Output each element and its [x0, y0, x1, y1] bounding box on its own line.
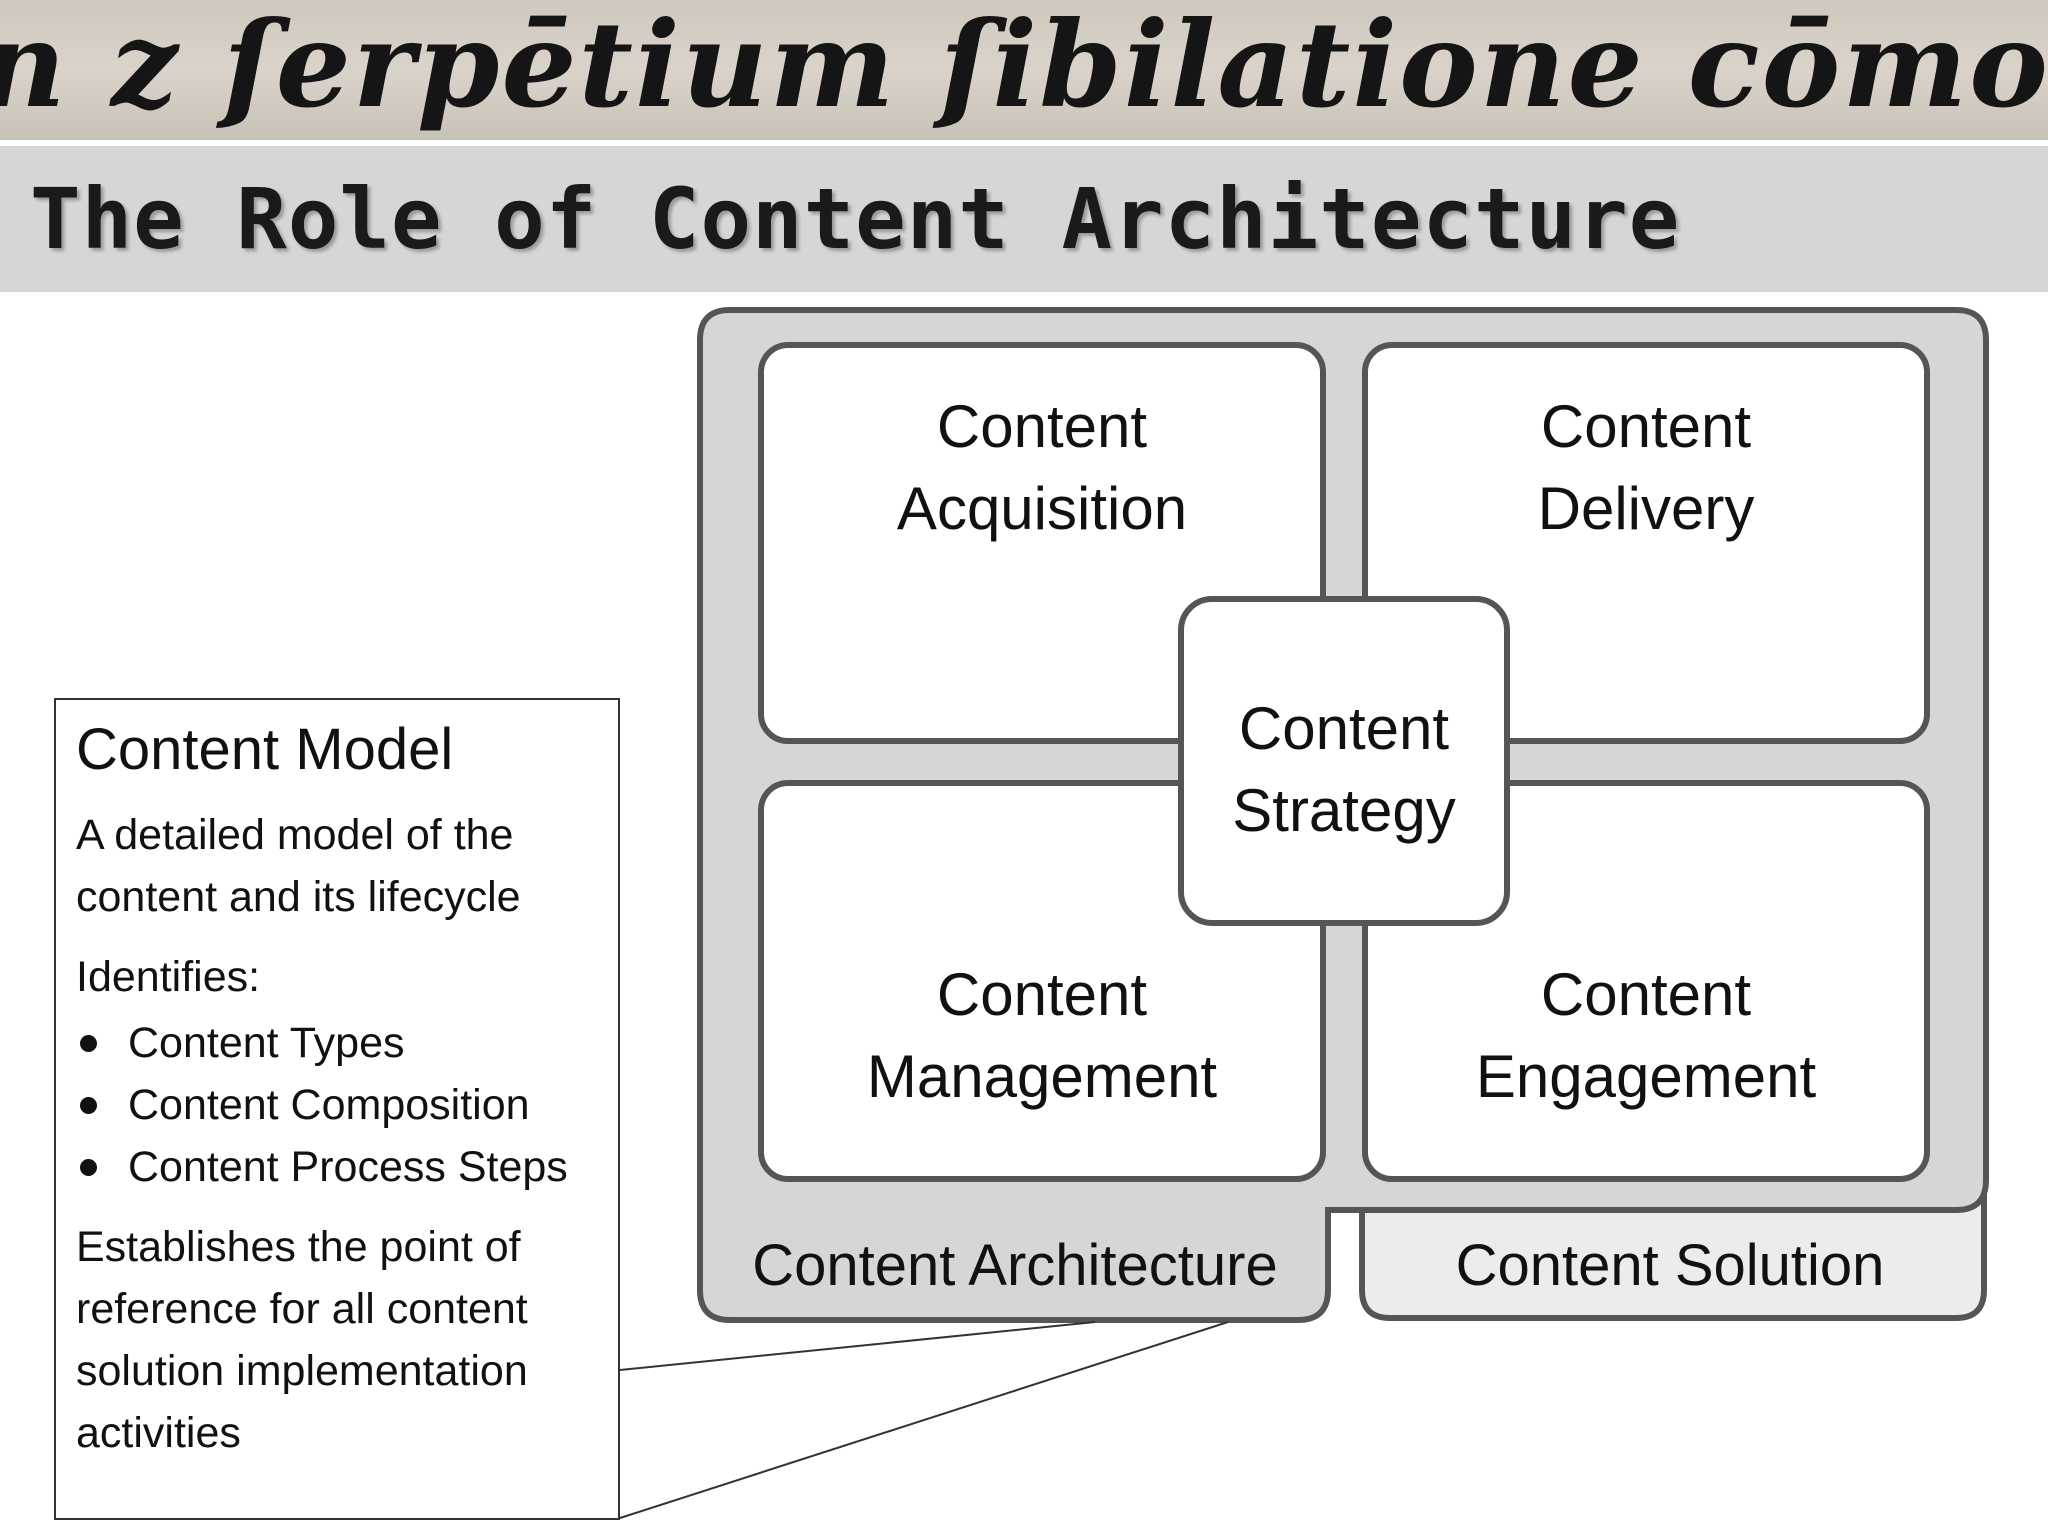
list-item: Content Types	[76, 1012, 598, 1074]
callout-pointer-lower	[619, 1321, 1229, 1519]
title-band: The Role of Content Architecture	[0, 146, 2048, 292]
management-line2: Management	[866, 1043, 1218, 1110]
page-title: The Role of Content Architecture	[30, 170, 1681, 268]
callout-identifies-list: Content Types Content Composition Conten…	[76, 1012, 598, 1198]
list-item: Content Composition	[76, 1074, 598, 1136]
bullet-icon	[80, 1035, 97, 1052]
delivery-line2: Delivery	[1537, 475, 1755, 542]
content-strategy-box: Content Strategy	[1178, 596, 1510, 926]
content-acquisition-box: Content Acquisition	[758, 342, 1326, 744]
management-line1: Content	[936, 961, 1148, 1028]
engagement-line2: Engagement	[1475, 1043, 1817, 1110]
content-architecture-label: Content Architecture	[752, 1233, 1278, 1298]
delivery-line1: Content	[1540, 393, 1752, 460]
bullet-icon	[80, 1159, 97, 1176]
acquisition-line1: Content	[936, 393, 1148, 460]
banner-text: n z ſerpētium ſibilatione cōmonī·	[0, 0, 2048, 134]
callout-identifies-label: Identifies:	[76, 953, 261, 1001]
bullet-icon	[80, 1097, 97, 1114]
engagement-line1: Content	[1540, 961, 1752, 1028]
callout-title: Content Model	[76, 717, 454, 782]
content-solution-label: Content Solution	[1455, 1233, 1885, 1298]
content-solution-region	[1359, 1187, 1987, 1321]
list-item: Content Process Steps	[76, 1136, 598, 1198]
strategy-line2: Strategy	[1232, 777, 1456, 844]
callout-pointer-upper	[619, 1321, 1096, 1371]
callout-description: A detailed model of the content and its …	[76, 811, 521, 921]
callout-closing: Establishes the point of reference for a…	[76, 1223, 528, 1457]
content-model-callout: Content Model A detailed model of the co…	[54, 698, 620, 1520]
blackletter-banner: n z ſerpētium ſibilatione cōmonī·	[0, 0, 2048, 140]
acquisition-line2: Acquisition	[896, 475, 1188, 542]
strategy-line1: Content	[1238, 695, 1450, 762]
